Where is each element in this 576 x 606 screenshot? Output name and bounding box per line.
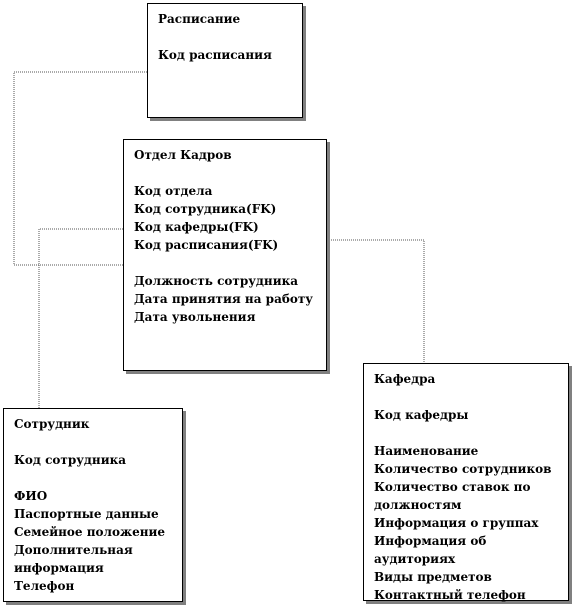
foreign-key-field: Код кафедры(FK) bbox=[134, 220, 259, 234]
connector-raspisanie-otdel bbox=[13, 71, 147, 266]
attribute-field: Дата увольнения bbox=[134, 310, 256, 324]
foreign-key-field: Код расписания(FK) bbox=[134, 238, 279, 252]
foreign-key-field: Код сотрудника(FK) bbox=[134, 202, 277, 216]
attribute-field: Контактный телефон bbox=[374, 588, 526, 602]
entity-sotrudnik: Сотрудник Код сотрудника ФИО Паспортные … bbox=[3, 408, 183, 602]
entity-title: Расписание bbox=[158, 12, 241, 26]
attribute-list: Наименование Количество сотрудников Коли… bbox=[374, 442, 558, 604]
attribute-field: Информация о группах bbox=[374, 516, 539, 530]
entity-title: Отдел Кадров bbox=[134, 148, 232, 162]
key-field-list: Код сотрудника bbox=[14, 451, 172, 469]
key-field: Код сотрудника bbox=[14, 453, 127, 467]
key-field-list: Код расписания bbox=[158, 46, 292, 64]
attribute-list: Должность сотрудника Дата принятия на ра… bbox=[134, 272, 316, 326]
attribute-field: Наименование bbox=[374, 444, 479, 458]
attribute-field: Паспортные данные bbox=[14, 507, 159, 521]
attribute-field: Количество сотрудников bbox=[374, 462, 552, 476]
key-field: Код кафедры bbox=[374, 408, 469, 422]
attribute-field: Информация об аудиториях bbox=[374, 534, 487, 566]
entity-kafedra: Кафедра Код кафедры Наименование Количес… bbox=[363, 363, 569, 604]
key-field-list: Код отдела Код сотрудника(FK) Код кафедр… bbox=[134, 182, 316, 254]
entity-otdel-kadrov: Отдел Кадров Код отдела Код сотрудника(F… bbox=[123, 139, 327, 371]
entity-title: Сотрудник bbox=[14, 417, 90, 431]
attribute-field: Дата принятия на работу bbox=[134, 292, 313, 306]
attribute-field: Телефон bbox=[14, 579, 75, 593]
key-field: Код отдела bbox=[134, 184, 213, 198]
entity-title: Кафедра bbox=[374, 372, 436, 386]
connector-otdel-kafedra bbox=[327, 239, 425, 363]
connector-otdel-sotrudnik bbox=[38, 228, 123, 408]
attribute-list: ФИО Паспортные данные Семейное положение… bbox=[14, 487, 172, 595]
attribute-field: Должность сотрудника bbox=[134, 274, 299, 288]
attribute-field: Количество ставок по должностям bbox=[374, 480, 531, 512]
attribute-field: ФИО bbox=[14, 489, 48, 503]
attribute-field: Дополнительная информация bbox=[14, 543, 133, 575]
entity-raspisanie: Расписание Код расписания bbox=[147, 3, 303, 118]
key-field: Код расписания bbox=[158, 48, 272, 62]
key-field-list: Код кафедры bbox=[374, 406, 558, 424]
attribute-field: Семейное положение bbox=[14, 525, 166, 539]
attribute-field: Виды предметов bbox=[374, 570, 492, 584]
